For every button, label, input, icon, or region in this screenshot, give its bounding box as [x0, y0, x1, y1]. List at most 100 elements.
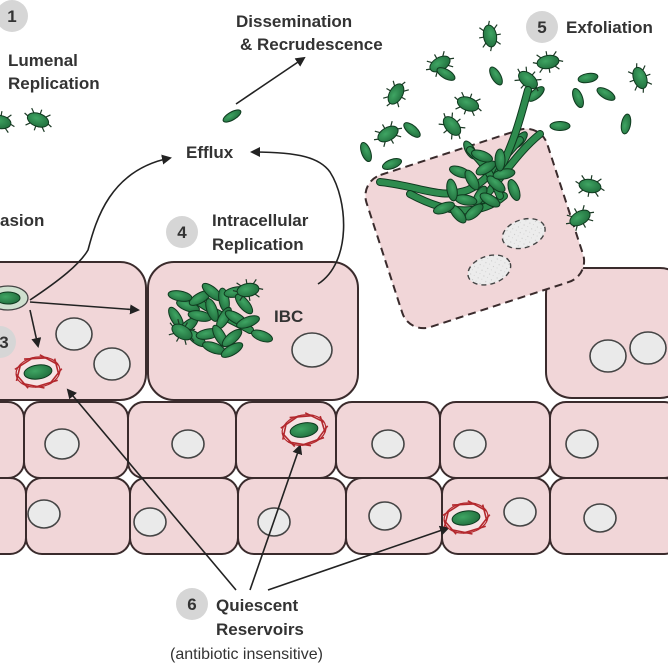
bacterium: [222, 109, 242, 123]
nucleus: [503, 497, 537, 527]
piliated-bacterium: [454, 91, 482, 117]
step4-label-line1: Intracellular: [212, 211, 309, 230]
step2-label: asion: [0, 211, 44, 230]
basal-cell: [0, 401, 25, 479]
step4-number: 4: [177, 223, 187, 242]
bacterium: [489, 66, 503, 86]
actin-fiber: [24, 357, 49, 360]
step6-note: (antibiotic insensitive): [170, 646, 323, 663]
bacterium: [167, 290, 193, 302]
step6-badge: [176, 588, 208, 620]
nucleus: [583, 503, 617, 533]
nucleus: [467, 254, 512, 286]
actin-fiber: [53, 358, 60, 376]
actin-fiber: [319, 415, 326, 433]
arrow-invasion-to-efflux: [29, 154, 172, 301]
bacterium: [251, 329, 273, 343]
bacterium: [234, 293, 254, 315]
actin-fiber: [301, 436, 325, 447]
bacterium: [596, 87, 616, 101]
dissemination-label-line2: & Recrudescence: [240, 35, 383, 54]
invading-bacterium: [0, 285, 29, 311]
actin-fiber: [34, 379, 58, 388]
nucleus: [368, 501, 402, 531]
arrow-reservoir-2: [249, 444, 303, 591]
bacterium: [446, 178, 458, 202]
bacterium: [464, 169, 480, 191]
arrow-reservoir-1: [66, 388, 237, 591]
basal-cell-row-1: [0, 401, 668, 479]
step1-label-line1: Lumenal: [8, 51, 78, 70]
bacterium: [494, 148, 506, 172]
piliated-bacterium: [383, 80, 409, 108]
piliated-bacterium: [24, 107, 52, 133]
arrow-to-ibc: [29, 301, 140, 315]
nucleus: [371, 429, 405, 459]
bacteria: [0, 20, 653, 358]
nucleus: [93, 347, 131, 381]
bacterium: [486, 175, 506, 193]
bacterium: [0, 291, 21, 305]
step3-number: 3: [0, 333, 9, 352]
dissemination-label-line1: Dissemination: [236, 12, 352, 31]
nucleus: [501, 217, 546, 250]
piliated-bacterium: [479, 20, 501, 52]
superficial-cell-right: [545, 267, 668, 399]
piliated-bacterium: [627, 63, 653, 93]
arrow-ibc-to-efflux: [250, 147, 345, 285]
actin-fiber: [452, 503, 477, 506]
basal-cell: [549, 401, 668, 479]
actin-fiber: [442, 502, 462, 517]
quiescent-bacterium: [451, 510, 481, 526]
basal-cell: [237, 477, 347, 555]
bacterium: [403, 122, 421, 138]
actin-fiber: [289, 414, 314, 419]
bacterium: [479, 192, 501, 208]
ibc-label: IBC: [274, 307, 303, 326]
arrow-to-reservoir: [29, 309, 42, 348]
step6-label-line1: Quiescent: [216, 596, 299, 615]
actin-fiber: [14, 356, 34, 371]
nucleus: [565, 429, 599, 459]
step1-badge: [0, 0, 28, 32]
bacterium: [507, 179, 521, 201]
quiescent-bacterium: [289, 422, 319, 438]
reservoir: [442, 500, 491, 535]
exfoliating-cell-body: [364, 127, 586, 330]
actin-fiber: [462, 525, 486, 534]
bacterium: [236, 315, 260, 329]
quiescent-bacterium: [23, 364, 53, 380]
bacterium: [433, 201, 455, 215]
step4-badge: [166, 216, 198, 248]
nucleus: [133, 507, 167, 537]
bacterium: [471, 149, 493, 163]
piliated-bacterium: [232, 279, 264, 301]
efflux-label: Efflux: [186, 143, 234, 162]
bacterium: [436, 67, 456, 81]
nucleus: [629, 331, 667, 365]
basal-cell-row-2: [0, 477, 668, 555]
step1-label-line2: Replication: [8, 74, 100, 93]
arrow-reservoir-3: [267, 525, 450, 591]
bacterium: [577, 72, 599, 84]
nucleus: [589, 339, 627, 373]
actin-fiber: [481, 504, 488, 522]
piliated-bacterium: [532, 51, 564, 73]
nucleus: [171, 429, 205, 459]
step6-label-line2: Reservoirs: [216, 620, 304, 639]
step5-number: 5: [537, 18, 546, 37]
reservoir: [14, 354, 63, 389]
piliated-bacterium: [438, 112, 466, 140]
piliated-bacterium: [575, 175, 605, 197]
bacterium: [360, 141, 372, 163]
piliated-bacterium: [373, 121, 403, 147]
bacterium: [572, 87, 584, 109]
labels: 1 Lumenal Replication Dissemination & Re…: [0, 0, 653, 663]
piliated-bacterium: [565, 205, 595, 231]
nucleus: [44, 428, 80, 460]
arrows: [29, 56, 450, 591]
bacterium: [220, 342, 244, 358]
step1-number: 1: [7, 7, 16, 26]
